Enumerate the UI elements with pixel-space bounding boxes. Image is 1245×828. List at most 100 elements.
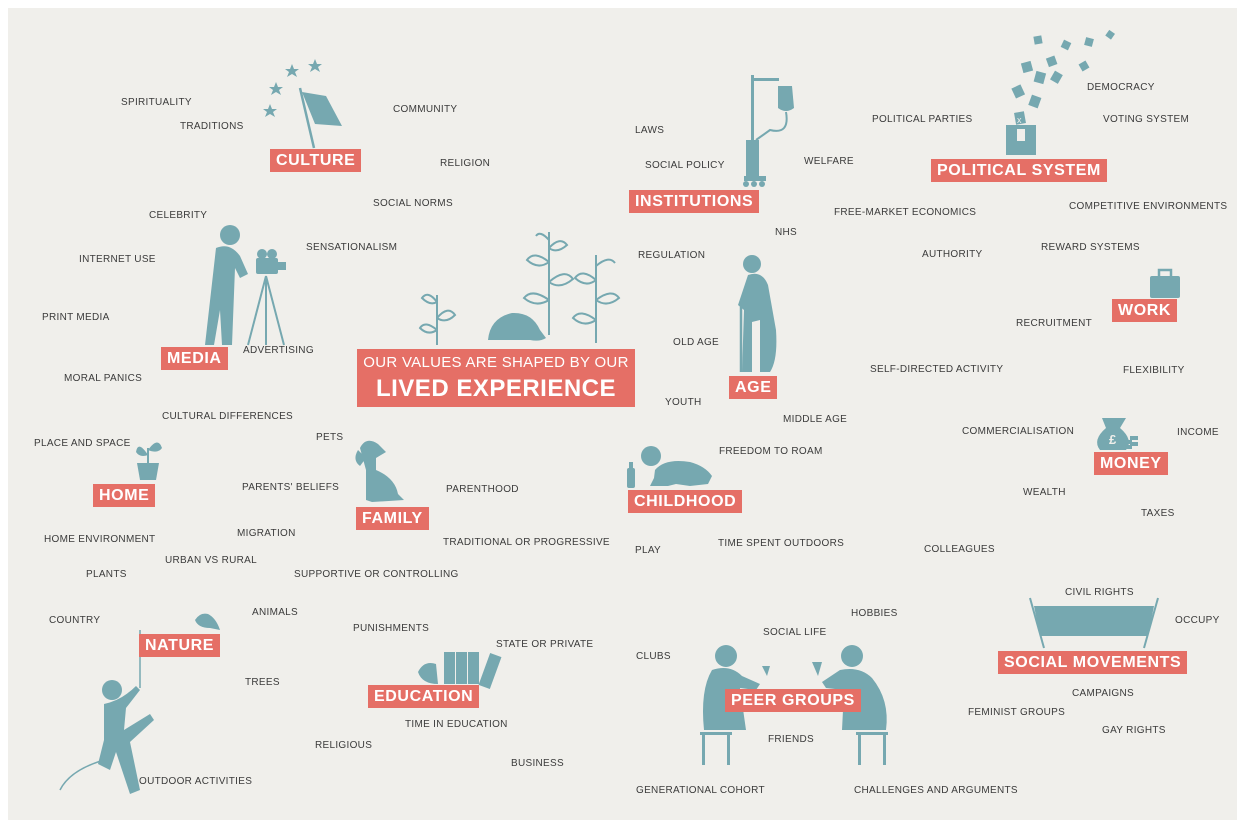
term-time-spent-outdoors: TIME SPENT OUTDOORS [718, 538, 845, 549]
crawling-baby-icon [641, 446, 712, 486]
term-campaigns: CAMPAIGNS [1072, 688, 1134, 699]
term-challenges-and-arguments: CHALLENGES AND ARGUMENTS [854, 785, 1018, 796]
term-time-in-education: TIME IN EDUCATION [405, 719, 508, 730]
category-family: FAMILY [356, 507, 429, 530]
term-commercialisation: COMMERCIALISATION [962, 426, 1075, 437]
term-occupy: OCCUPY [1175, 615, 1220, 626]
term-advertising: ADVERTISING [243, 345, 314, 356]
term-state-or-private: STATE OR PRIVATE [496, 639, 594, 650]
term-youth: YOUTH [665, 397, 702, 408]
ballot-box-icon [1006, 125, 1036, 155]
climber-icon [59, 630, 154, 794]
books-icon [444, 652, 502, 690]
term-regulation: REGULATION [638, 250, 706, 261]
category-education: EDUCATION [368, 685, 480, 708]
term-animals: ANIMALS [252, 607, 299, 618]
term-hobbies: HOBBIES [851, 608, 898, 619]
term-free-market-economics: FREE-MARKET ECONOMICS [834, 207, 977, 218]
category-childhood: CHILDHOOD [628, 490, 743, 513]
term-traditional-or-progressive: TRADITIONAL OR PROGRESSIVE [443, 537, 610, 548]
flag-icon [298, 87, 342, 149]
term-parenthood: PARENTHOOD [446, 484, 519, 495]
term-middle-age: MIDDLE AGE [783, 414, 848, 425]
term-religious: RELIGIOUS [315, 740, 373, 751]
term-taxes: TAXES [1141, 508, 1175, 519]
term-parents-beliefs: PARENTS' BELIEFS [242, 482, 340, 493]
term-place-and-space: PLACE AND SPACE [34, 438, 131, 449]
term-flexibility: FLEXIBILITY [1123, 365, 1185, 376]
term-nhs: NHS [775, 227, 798, 238]
central-message-line1: OUR VALUES ARE SHAPED BY OUR [363, 354, 629, 371]
term-generational-cohort: GENERATIONAL COHORT [636, 785, 765, 796]
term-reward-systems: REWARD SYSTEMS [1041, 242, 1140, 253]
potted-plant-icon [136, 442, 162, 480]
term-plants: PLANTS [86, 569, 127, 580]
category-culture: CULTURE [270, 149, 362, 172]
term-home-environment: HOME ENVIRONMENT [44, 534, 156, 545]
term-migration: MIGRATION [237, 528, 296, 539]
category-social-movements: SOCIAL MOVEMENTS [998, 651, 1188, 674]
term-freedom-to-roam: FREEDOM TO ROAM [719, 446, 823, 457]
term-punishments: PUNISHMENTS [353, 623, 430, 634]
term-gay-rights: GAY RIGHTS [1102, 725, 1166, 736]
term-pets: PETS [316, 432, 344, 443]
term-business: BUSINESS [511, 758, 564, 769]
plants-icon [418, 232, 621, 345]
term-clubs: CLUBS [636, 651, 671, 662]
protest-banner-icon [1029, 597, 1159, 649]
hedgehog-icon [488, 312, 546, 341]
category-money: MONEY [1094, 452, 1168, 475]
term-civil-rights: CIVIL RIGHTS [1065, 587, 1134, 598]
term-play: PLAY [635, 545, 662, 556]
term-print-media: PRINT MEDIA [42, 312, 110, 323]
term-traditions: TRADITIONS [180, 121, 244, 132]
education-bird-icon [418, 663, 438, 684]
iv-drip-icon [743, 75, 794, 187]
stars-icon [263, 59, 322, 117]
baby-bottle-icon [627, 462, 635, 488]
term-competitive-environments: COMPETITIVE ENVIRONMENTS [1069, 201, 1228, 212]
category-work: WORK [1112, 299, 1178, 322]
category-peer-groups: PEER GROUPS [725, 689, 861, 712]
briefcase-icon [1150, 268, 1180, 298]
term-community: COMMUNITY [393, 104, 458, 115]
term-wealth: WEALTH [1023, 487, 1066, 498]
term-feminist-groups: FEMINIST GROUPS [968, 707, 1066, 718]
central-message-line2: LIVED EXPERIENCE [375, 375, 617, 402]
ballot-papers-icon [1011, 29, 1115, 125]
term-income: INCOME [1177, 427, 1219, 438]
term-country: COUNTRY [49, 615, 101, 626]
category-nature: NATURE [139, 634, 221, 657]
term-religion: RELIGION [440, 158, 491, 169]
term-self-directed-activity: SELF-DIRECTED ACTIVITY [870, 364, 1004, 375]
term-voting-system: VOTING SYSTEM [1103, 114, 1190, 125]
term-welfare: WELFARE [804, 156, 854, 167]
term-social-life: SOCIAL LIFE [763, 627, 827, 638]
category-political-system: POLITICAL SYSTEM [931, 159, 1107, 182]
term-friends: FRIENDS [768, 734, 814, 745]
term-authority: AUTHORITY [922, 249, 983, 260]
cameraman-icon [205, 225, 286, 346]
term-old-age: OLD AGE [673, 337, 720, 348]
ballot-mark-icon: x [1017, 115, 1022, 125]
term-sensationalism: SENSATIONALISM [306, 242, 398, 253]
term-colleagues: COLLEAGUES [924, 544, 995, 555]
term-spirituality: SPIRITUALITY [121, 97, 192, 108]
term-internet-use: INTERNET USE [79, 254, 156, 265]
money-bag-icon [1097, 418, 1138, 450]
bird-icon [195, 613, 220, 630]
term-urban-vs-rural: URBAN VS RURAL [165, 555, 257, 566]
term-political-parties: POLITICAL PARTIES [872, 114, 973, 125]
term-social-policy: SOCIAL POLICY [645, 160, 725, 171]
central-message: OUR VALUES ARE SHAPED BY OUR LIVED EXPER… [357, 349, 635, 407]
category-media: MEDIA [161, 347, 228, 370]
category-home: HOME [93, 484, 156, 507]
term-supportive-or-controlling: SUPPORTIVE OR CONTROLLING [294, 569, 459, 580]
term-recruitment: RECRUITMENT [1016, 318, 1093, 329]
pound-sign-icon: £ [1109, 432, 1117, 447]
elderly-person-icon [738, 255, 777, 372]
term-laws: LAWS [635, 125, 665, 136]
term-trees: TREES [245, 677, 280, 688]
term-social-norms: SOCIAL NORMS [373, 198, 453, 209]
